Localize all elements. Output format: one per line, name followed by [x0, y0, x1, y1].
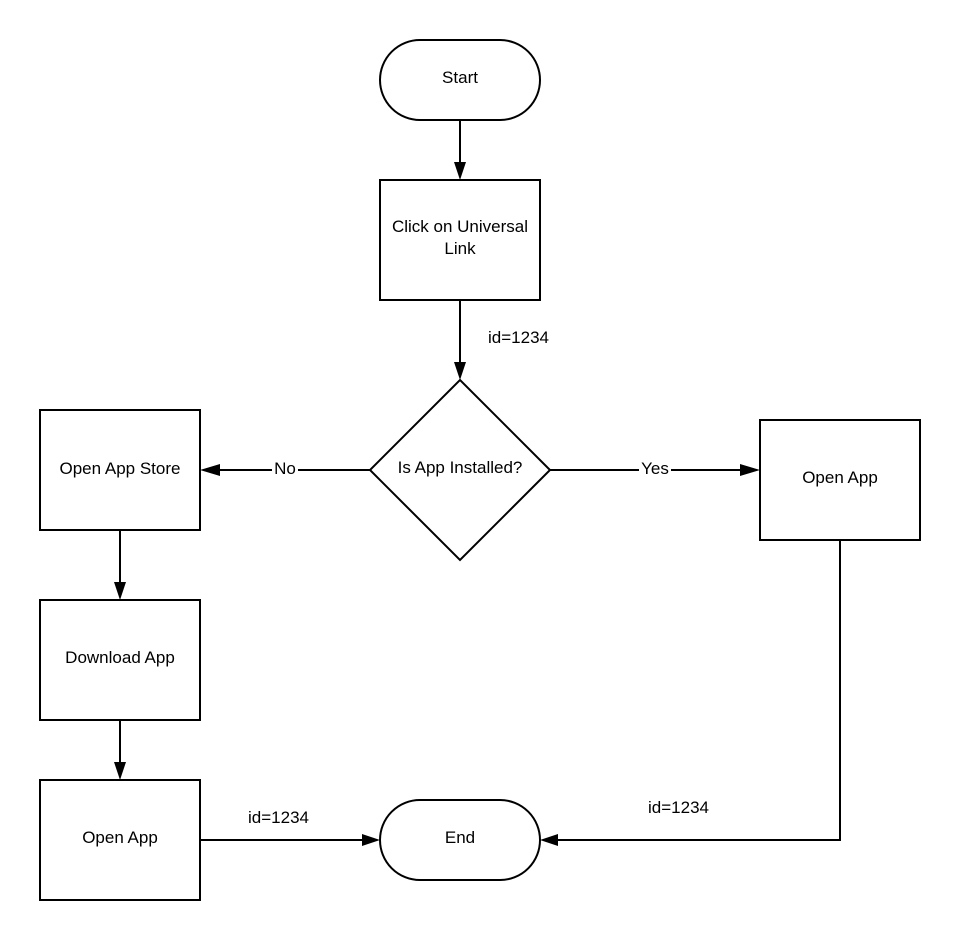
node-download-app: Download App: [39, 599, 201, 721]
edge-label-yes: Yes: [641, 459, 669, 478]
arrowhead-icon: [362, 834, 380, 846]
edge-label-id: id=1234: [488, 328, 549, 347]
connector-open-app-left-to-end: id=1234: [200, 808, 380, 846]
arrowhead-icon: [114, 762, 126, 780]
connector-store-to-download: [114, 530, 126, 600]
connector-decision-no: No: [200, 458, 370, 480]
connector-click-link-to-decision: id=1234: [454, 300, 549, 380]
node-end-label: End: [445, 828, 475, 847]
node-decision-app-installed: Is App Installed?: [368, 378, 552, 562]
node-open-app-right: Open App: [759, 419, 921, 541]
node-open-app-left-label: Open App: [82, 828, 158, 847]
node-click-link-label-line1: Click on Universal: [392, 217, 528, 236]
node-start-label: Start: [442, 68, 478, 87]
node-open-app-left: Open App: [39, 779, 201, 901]
node-click-universal-link: Click on Universal Link: [379, 179, 541, 301]
node-start: Start: [379, 39, 541, 121]
connector-open-app-right-to-end: id=1234: [540, 540, 841, 846]
node-open-app-right-label: Open App: [802, 468, 878, 487]
arrowhead-icon: [454, 362, 466, 380]
arrowhead-icon: [454, 162, 466, 180]
edge-label-id: id=1234: [648, 798, 709, 817]
node-decision-label: Is App Installed?: [398, 458, 523, 477]
connector-download-to-open-app: [114, 720, 126, 780]
node-end: End: [379, 799, 541, 881]
node-click-link-label-line2: Link: [444, 239, 476, 258]
node-download-app-label: Download App: [65, 648, 175, 667]
connector-decision-yes: Yes: [550, 458, 760, 480]
edge-label-no: No: [274, 459, 296, 478]
arrowhead-icon: [540, 834, 558, 846]
arrowhead-icon: [740, 464, 760, 476]
arrowhead-icon: [114, 582, 126, 600]
node-open-app-store-label: Open App Store: [60, 459, 181, 478]
arrowhead-icon: [200, 464, 220, 476]
node-open-app-store: Open App Store: [39, 409, 201, 531]
edge-label-id: id=1234: [248, 808, 309, 827]
connector-start-to-click-link: [454, 120, 466, 180]
